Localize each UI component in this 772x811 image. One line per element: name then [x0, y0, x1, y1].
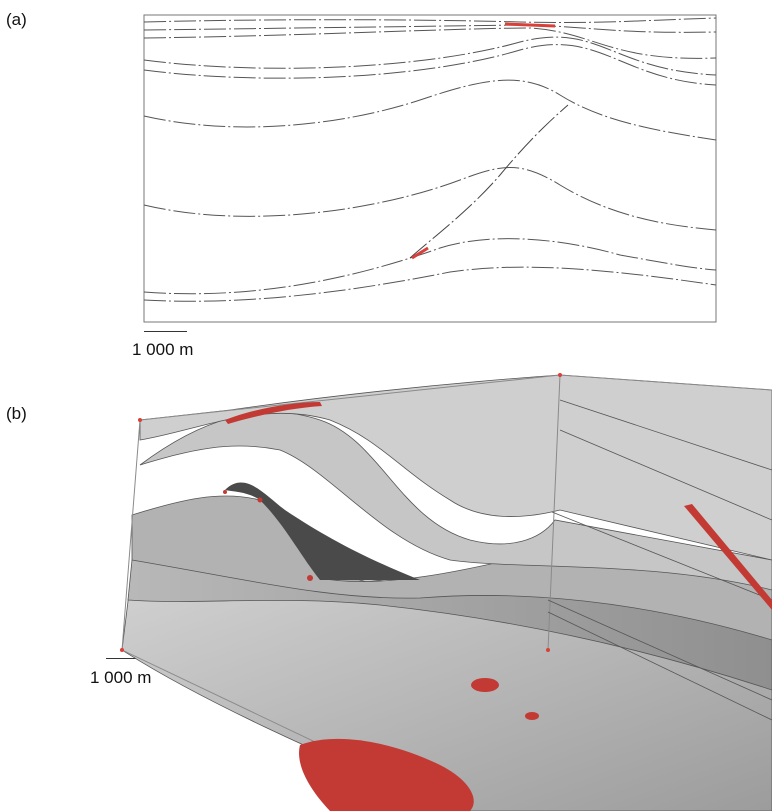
- horizon-6: [143, 79, 717, 141]
- red-cluster-2: [525, 712, 539, 720]
- panel-b-scale-bar: [106, 658, 138, 659]
- panel-b-label: (b): [6, 404, 27, 423]
- frame-vertex-4: [546, 648, 550, 652]
- right-face-line-1: [559, 399, 772, 471]
- highlight-right-edge: [684, 504, 772, 610]
- red-marker-3: [307, 575, 313, 581]
- red-cluster-1: [471, 678, 499, 692]
- fault-plane: [225, 482, 420, 580]
- frame-vertex-2: [558, 373, 562, 377]
- horizon-8: [143, 238, 717, 295]
- horizon-5: [143, 44, 717, 86]
- right-face-line-2: [559, 429, 772, 521]
- panel-a-scale-label: 1 000 m: [132, 340, 194, 359]
- horizon-7: [143, 167, 717, 231]
- red-cluster-bottom: [299, 738, 474, 811]
- panel-b-scale-label: 1 000 m: [90, 668, 152, 687]
- horizon-2: [143, 24, 717, 33]
- highlight-top: [504, 22, 556, 28]
- frame-vertex-1: [138, 418, 142, 422]
- fault-line: [409, 104, 569, 259]
- frame-vertex-3: [120, 648, 124, 652]
- highlight-top-ridge: [225, 402, 322, 424]
- horizon-9: [143, 266, 717, 302]
- panel-a-label: (a): [6, 10, 27, 29]
- red-marker-2: [257, 497, 263, 503]
- horizon-3: [143, 27, 717, 59]
- section-frame: [143, 14, 717, 323]
- red-marker-1: [223, 490, 227, 494]
- right-face-line-5: [547, 611, 772, 721]
- horizon-1: [143, 17, 717, 24]
- right-face-line-4: [547, 599, 772, 701]
- horizon-surface-upper: [139, 411, 772, 591]
- highlight-fault: [411, 246, 429, 260]
- horizon-4: [143, 36, 717, 76]
- frame-left-edge: [121, 419, 141, 651]
- panel-a-scale-bar: [144, 331, 187, 332]
- right-face-line-3: [551, 511, 772, 601]
